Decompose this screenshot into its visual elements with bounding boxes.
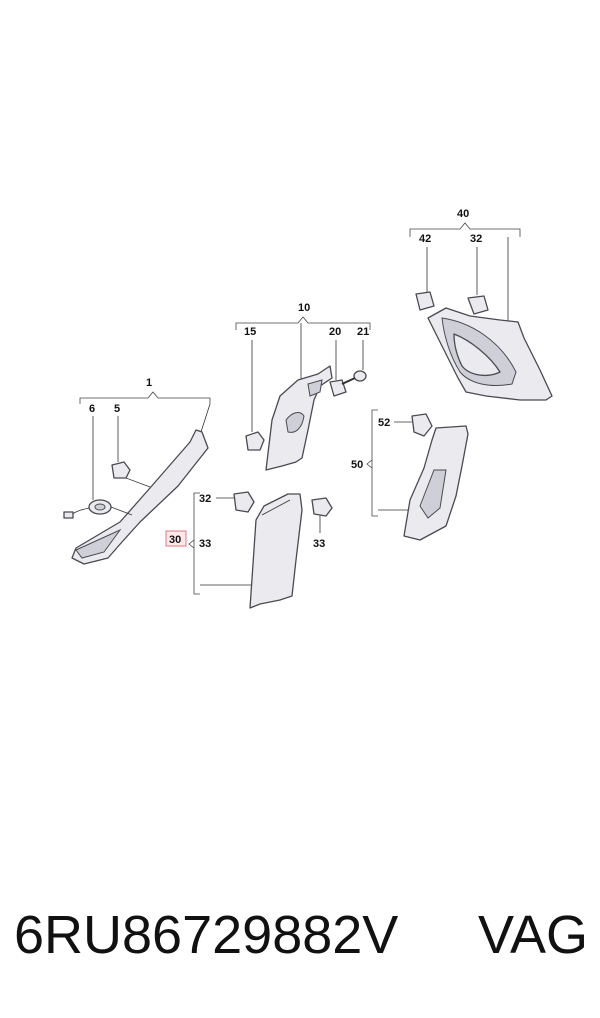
label-10: 10 (298, 302, 310, 314)
highlight-30 (165, 530, 187, 547)
clip-33 (311, 497, 333, 517)
label-15: 15 (244, 326, 256, 338)
clip-32 (233, 491, 255, 513)
label-33b: 33 (313, 538, 325, 550)
clip-52 (411, 413, 433, 437)
clip-5 (111, 461, 131, 479)
label-5: 5 (114, 403, 120, 415)
label-1: 1 (146, 377, 152, 389)
cable-6 (63, 499, 133, 519)
label-52: 52 (378, 417, 390, 429)
brand-label: VAG (477, 905, 588, 965)
label-32a: 32 (199, 493, 211, 505)
b-pillar-lower-trim (249, 493, 303, 609)
group-40: 40 42 32 (409, 208, 553, 401)
label-6: 6 (89, 403, 95, 415)
label-30: 30 (169, 534, 181, 546)
group-1: 1 6 5 (63, 377, 211, 565)
clip-15 (245, 431, 265, 451)
label-21: 21 (357, 326, 369, 338)
label-50: 50 (351, 459, 363, 471)
label-42: 42 (419, 233, 431, 245)
a-pillar-trim (71, 429, 209, 565)
group-50: 50 52 (351, 409, 469, 541)
label-32b: 32 (470, 233, 482, 245)
group-30: 30 32 33 33 (165, 491, 333, 609)
label-40: 40 (457, 208, 469, 220)
part-number: 6RU86729882V (14, 905, 399, 965)
label-20: 20 (329, 326, 341, 338)
clip-32-c (467, 295, 489, 315)
clip-42 (415, 291, 435, 311)
group-10: 10 15 20 21 (235, 302, 371, 471)
label-33a: 33 (199, 538, 211, 550)
screw-21 (341, 370, 367, 385)
footer: 6RU86729882V VAG (14, 900, 590, 980)
